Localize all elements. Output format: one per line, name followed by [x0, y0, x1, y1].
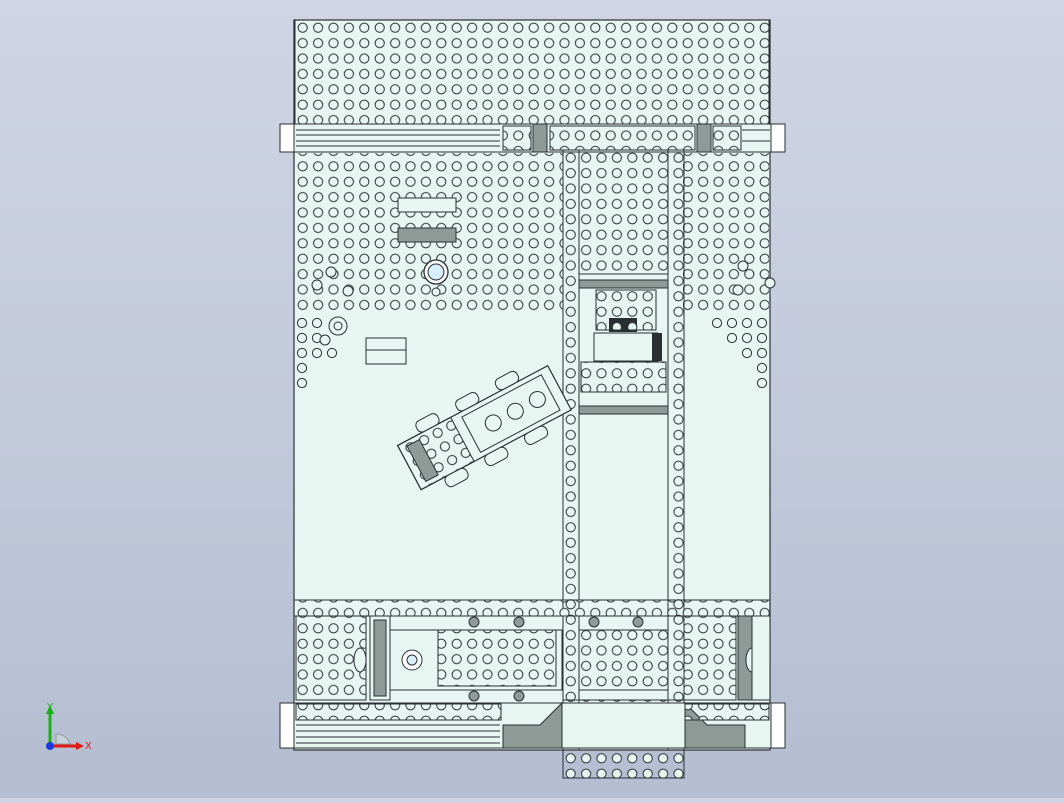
z-axis-origin: [46, 742, 54, 750]
lower-stud-row: [293, 599, 771, 617]
slot-block: [397, 197, 457, 213]
wheel-icon: [415, 370, 549, 488]
y-axis-arrow: [46, 705, 54, 714]
rotation-arc-icon: [55, 733, 71, 745]
y-axis-label: Y: [46, 702, 54, 713]
mid-stud-area-right: [683, 153, 769, 313]
gear-icon: [311, 260, 776, 346]
lower-rail-assembly: [279, 701, 786, 749]
x-axis-label: X: [85, 741, 92, 752]
upper-rail-assembly: [279, 123, 786, 153]
motor-icon: [595, 289, 657, 331]
shaded-block: [397, 227, 457, 243]
top-stud-plate: [294, 19, 770, 126]
bracket-part: [365, 337, 407, 365]
lower-frame: [295, 615, 771, 702]
coordinate-triad: Y X: [38, 700, 98, 760]
tracked-vehicle-icon: [396, 364, 573, 491]
right-stud-fringe: [711, 317, 768, 389]
x-axis-arrow: [76, 742, 84, 750]
bearing-part: [423, 259, 449, 297]
